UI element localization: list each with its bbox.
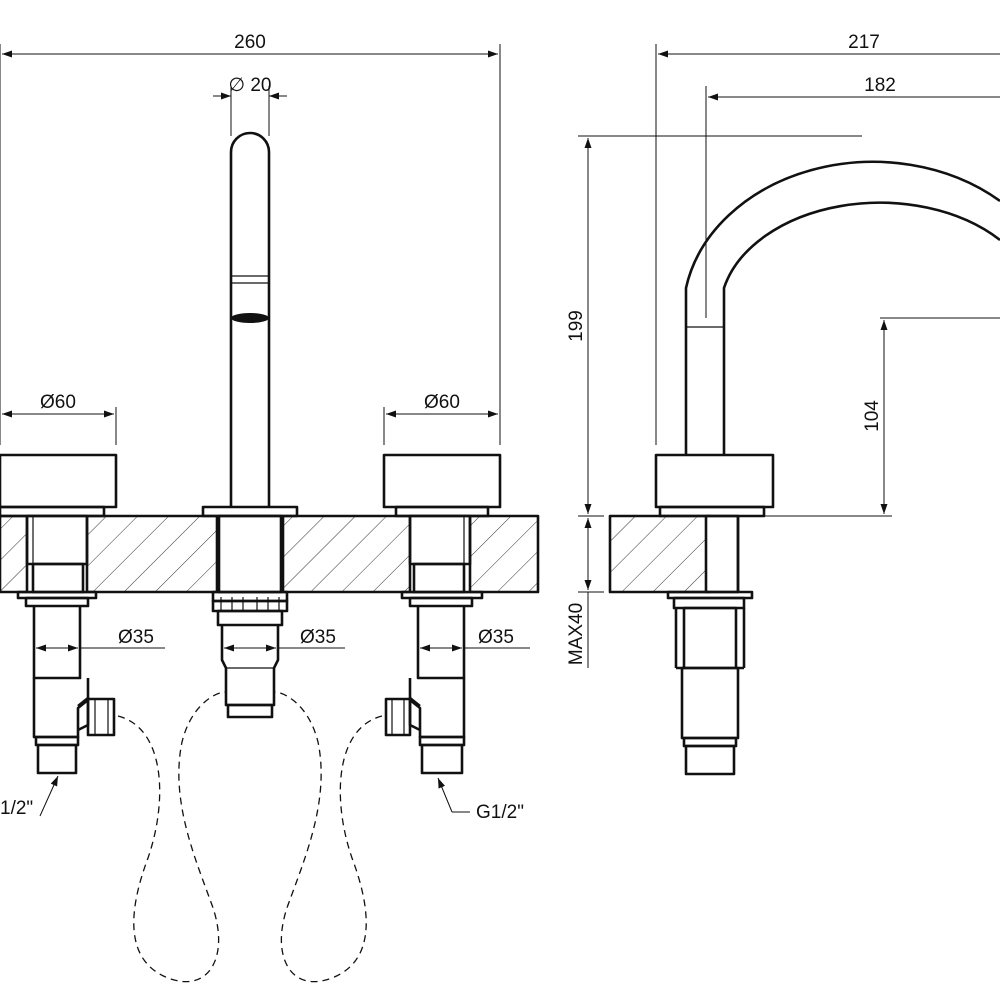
handle-right-front [382, 453, 502, 775]
dim-label-spout-diameter: ∅ 20 [229, 75, 272, 96]
aerator-outlet [231, 313, 269, 323]
dim-label-body-left: Ø35 [118, 627, 154, 648]
dim-deck-thickness: MAX40 [566, 518, 604, 668]
dim-label-body-center: Ø35 [300, 627, 336, 648]
deck-section-front [0, 514, 540, 594]
dim-body-center-diameter: Ø35 [224, 627, 345, 652]
dim-overall-width: 260 [0, 32, 501, 445]
spout-side [654, 160, 1000, 776]
dim-label-217: 217 [848, 32, 880, 53]
spout-front [201, 131, 299, 719]
callout-label-right: G1/2" [476, 802, 524, 823]
dim-label-body-right: Ø35 [478, 627, 514, 648]
dim-height-total: 199 [566, 135, 862, 517]
dim-label-199: 199 [566, 310, 587, 342]
handle-left-front [0, 453, 118, 775]
callout-connection-left: 1/2" [0, 775, 59, 819]
side-view: 217 182 199 104 MAX40 [566, 32, 1000, 776]
dim-handle-left-diameter: Ø60 [2, 392, 117, 445]
callout-label-left: 1/2" [0, 798, 33, 819]
dim-label-260: 260 [234, 32, 266, 53]
deck-section-side [608, 514, 740, 594]
dim-reach-spout: 182 [705, 75, 1000, 318]
dim-handle-right-diameter: Ø60 [383, 392, 498, 445]
dim-label-max40: MAX40 [566, 603, 587, 665]
front-view: 260 ∅ 20 Ø60 Ø60 Ø35 [0, 32, 540, 983]
dim-body-left-diameter: Ø35 [36, 627, 165, 652]
dim-body-right-diameter: Ø35 [420, 627, 530, 652]
flexible-hoses [117, 691, 383, 983]
dim-reach-total: 217 [655, 32, 1000, 445]
dim-label-handle-left: Ø60 [40, 392, 76, 413]
dim-label-104: 104 [862, 400, 883, 432]
dim-label-handle-right: Ø60 [424, 392, 460, 413]
dim-label-182: 182 [864, 75, 896, 96]
callout-connection-right: G1/2" [437, 777, 524, 823]
dim-outlet-height: 104 [765, 317, 1000, 517]
dim-spout-diameter: ∅ 20 [213, 75, 287, 136]
